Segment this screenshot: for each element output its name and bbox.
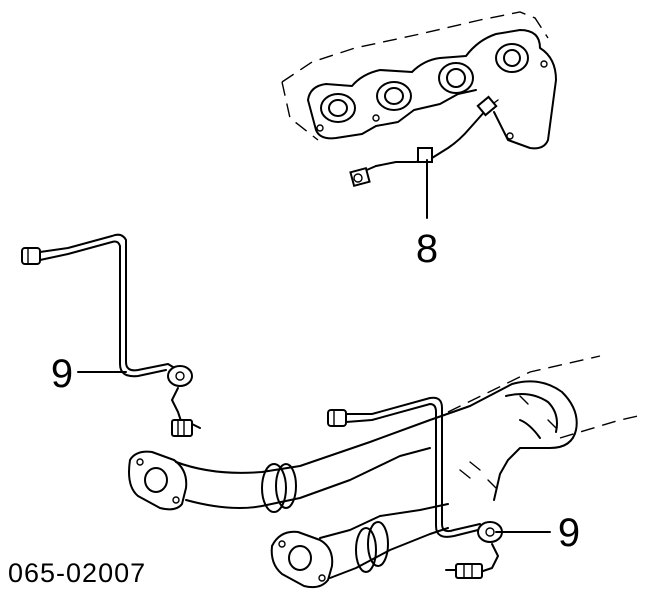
upper-oxygen-sensor (349, 95, 499, 188)
callout-9-left-label: 9 (51, 352, 73, 396)
callout-9-right-label: 9 (558, 511, 580, 555)
exhaust-manifold (281, 11, 557, 150)
left-oxygen-sensor (21, 233, 201, 437)
diagram-code: 065-02007 (8, 558, 146, 588)
exhaust-pipe-assembly (128, 355, 639, 589)
callout-8-label: 8 (416, 227, 438, 271)
